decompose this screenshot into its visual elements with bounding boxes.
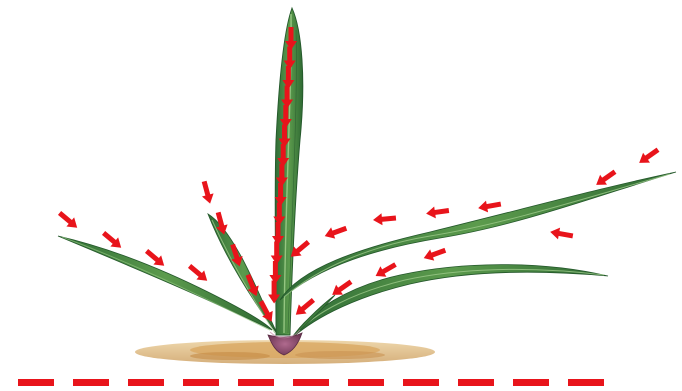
leaf-left-long [58, 236, 272, 330]
arrow-left-leaf-1 [56, 208, 81, 232]
leaf-lower-right [292, 265, 608, 338]
ground-dash [403, 379, 439, 386]
arrow-upper-right-leaf-1 [477, 198, 502, 214]
ground-dash [238, 379, 274, 386]
arrow-far-right-upper-1 [636, 145, 662, 168]
arrow-lower-right-leaf-1 [422, 245, 448, 264]
ground-dash [458, 379, 494, 386]
ground-dash [293, 379, 329, 386]
ground-dash [513, 379, 549, 386]
arrow-upper-right-leaf-2 [425, 205, 449, 220]
arrow-upper-right-leaf-3 [373, 212, 397, 226]
leaf-upper-right [280, 172, 676, 300]
arrow-far-right-upper-3 [549, 226, 574, 242]
flow-arrows [56, 27, 662, 324]
ground-dash [18, 379, 54, 386]
ground-dash [568, 379, 604, 386]
ground-dash [128, 379, 164, 386]
ground-line [18, 379, 604, 386]
ground-dash [183, 379, 219, 386]
ground-dash [348, 379, 384, 386]
leaves [58, 8, 676, 340]
arrow-inner-left-leaf-1 [198, 180, 216, 205]
ground-dash [73, 379, 109, 386]
arrow-left-leaf-4 [186, 261, 211, 285]
arrow-upper-right-leaf-4 [323, 223, 349, 242]
